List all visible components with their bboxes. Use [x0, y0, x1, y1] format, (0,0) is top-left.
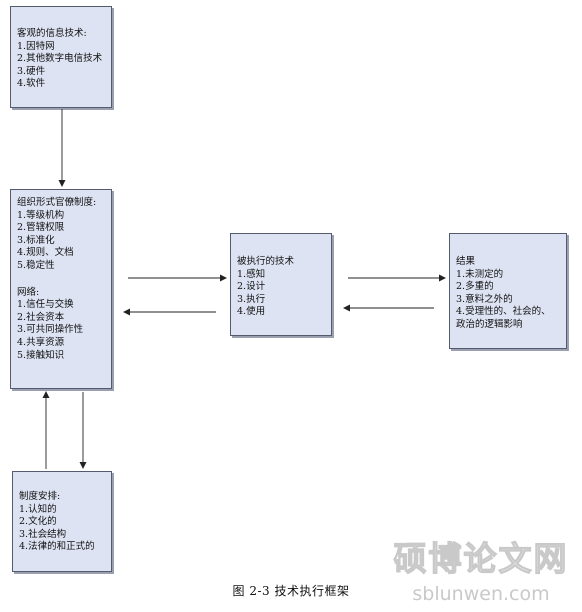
- list-item: 5.接触知识: [17, 349, 65, 361]
- list-item: 3.执行: [237, 293, 266, 305]
- list-item: 3.可共同操作性: [17, 324, 84, 336]
- list-item: 3.意料之外的: [456, 293, 513, 305]
- box-title: 组织形式官僚制度:: [17, 197, 97, 208]
- list-item: 2.其他数字电信技术: [17, 53, 103, 65]
- list-item: 1.未测定的: [456, 268, 504, 280]
- box-title: 客观的信息技术:: [17, 28, 87, 39]
- list-item: 2.社会资本: [17, 311, 65, 323]
- list-item: 5.稳定性: [17, 259, 55, 271]
- list-item: 2.管辖权限: [17, 222, 65, 234]
- list-item: 3.标准化: [17, 234, 55, 246]
- list-item: 4.受理性的、社会的、: [456, 306, 551, 318]
- watermark-cn: 硕博论文网: [394, 539, 569, 578]
- list-item: 政治的逻辑影响: [456, 318, 523, 330]
- box-organizational-forms: 组织形式官僚制度: 1.等级机构 2.管辖权限 3.标准化 4.规则、文档 5.…: [10, 189, 112, 389]
- list-item: 1.认知的: [19, 503, 57, 515]
- box-institutional-arrangements: 制度安排: 1.认知的 2.文化的 3.社会结构 4.法律的和正式的: [12, 471, 112, 572]
- list-item: 1.信任与交换: [17, 299, 74, 311]
- box-subtitle: 网络:: [17, 286, 40, 298]
- list-item: 4.法律的和正式的: [19, 541, 95, 553]
- list-item: 4.共享资源: [17, 336, 65, 348]
- list-item: 4.规则、文档: [17, 247, 74, 259]
- box-title: 被执行的技术: [237, 256, 295, 267]
- list-item: 2.设计: [237, 281, 266, 293]
- list-item: 2.多重的: [456, 281, 494, 293]
- box-outcomes: 结果 1.未测定的 2.多重的 3.意料之外的 4.受理性的、社会的、 政治的逻…: [449, 233, 567, 349]
- list-item: 1.因特网: [17, 40, 55, 52]
- watermark-en: sblunwen.com: [412, 583, 549, 605]
- box-title: 制度安排:: [19, 491, 61, 502]
- list-item: 3.社会结构: [19, 528, 67, 540]
- list-item: 1.等级机构: [17, 209, 65, 221]
- list-item: 2.文化的: [19, 516, 57, 528]
- watermark: 硕博论文网 sblunwen.com: [393, 538, 569, 605]
- list-item: 4.使用: [237, 306, 266, 318]
- section-gap: [17, 273, 111, 287]
- box-objective-info-tech: 客观的信息技术: 1.因特网 2.其他数字电信技术 3.硬件 4.软件: [10, 6, 112, 108]
- list-item: 4.软件: [17, 78, 46, 90]
- figure-caption: 图 2-3 技术执行框架: [232, 584, 350, 598]
- list-item: 1.感知: [237, 268, 266, 280]
- box-enacted-technology: 被执行的技术 1.感知 2.设计 3.执行 4.使用: [230, 233, 332, 336]
- list-item: 3.硬件: [17, 65, 46, 77]
- box-title: 结果: [456, 256, 476, 267]
